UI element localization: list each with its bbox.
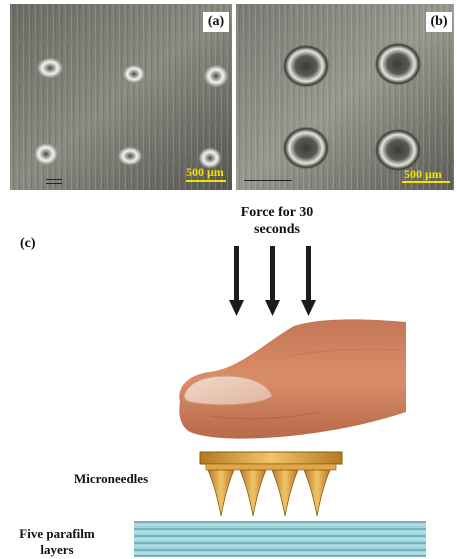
parafilm-layers bbox=[134, 521, 426, 557]
force-arrow-head bbox=[301, 300, 316, 316]
panel-a-scale-text: 500 μm bbox=[186, 165, 224, 180]
force-arrow bbox=[234, 246, 239, 302]
micrograph-panel-b bbox=[236, 4, 454, 190]
puncture-mark bbox=[33, 142, 59, 166]
microneedle bbox=[272, 470, 298, 516]
force-label: Force for 30 seconds bbox=[222, 204, 332, 238]
parafilm-label-text: Five parafilm layers bbox=[19, 526, 94, 557]
puncture-mark bbox=[36, 57, 64, 79]
panel-a-marker bbox=[46, 179, 62, 184]
microneedle-array bbox=[198, 450, 344, 520]
puncture-mark bbox=[282, 44, 330, 88]
micrograph-a-image bbox=[10, 4, 232, 190]
parafilm-label: Five parafilm layers bbox=[2, 526, 112, 558]
puncture-mark bbox=[282, 126, 330, 170]
microneedle bbox=[208, 470, 234, 516]
thumb-illustration bbox=[170, 316, 410, 444]
puncture-mark bbox=[122, 64, 146, 84]
microneedle bbox=[240, 470, 266, 516]
micrograph-b-image bbox=[236, 4, 454, 190]
force-arrow bbox=[270, 246, 275, 302]
micrograph-panel-a bbox=[10, 4, 232, 190]
puncture-mark bbox=[203, 64, 229, 88]
panel-a-scale-bar bbox=[186, 180, 226, 182]
force-arrow bbox=[306, 246, 311, 302]
panel-b-scale-text: 500 μm bbox=[404, 167, 442, 182]
microneedles-label: Microneedles bbox=[74, 471, 148, 487]
panel-a-label: (a) bbox=[203, 12, 229, 32]
force-arrow-head bbox=[265, 300, 280, 316]
panel-b-marker-line bbox=[244, 180, 292, 181]
puncture-mark bbox=[374, 42, 422, 86]
panel-b-scale-bar bbox=[402, 181, 450, 183]
panel-c-label: (c) bbox=[20, 236, 36, 252]
puncture-mark bbox=[374, 128, 422, 172]
force-arrows bbox=[218, 244, 338, 324]
force-label-text: Force for 30 seconds bbox=[241, 205, 314, 237]
microneedle-base bbox=[200, 452, 342, 464]
puncture-mark bbox=[117, 146, 143, 166]
panel-b-label: (b) bbox=[426, 12, 452, 32]
force-arrow-head bbox=[229, 300, 244, 316]
microneedle bbox=[304, 470, 330, 516]
